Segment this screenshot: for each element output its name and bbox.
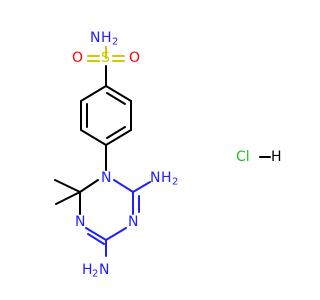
bond-n-left-c — [85, 227, 107, 241]
atom-h2-sulfonamide: 2 — [112, 37, 118, 48]
bond-benz-inner-2 — [106, 126, 126, 139]
atom-n-ring-bottom: N — [128, 214, 138, 230]
bond-n-left-c-double — [87, 233, 105, 245]
atom-h-upper-amine: H — [161, 170, 172, 186]
bond-benz-3 — [105, 129, 132, 146]
atom-h-sulfonamide: H — [101, 30, 112, 46]
bond-c-n-bottom — [105, 227, 127, 241]
bond-n1-cme2 — [79, 179, 99, 193]
bond-methyl-1 — [54, 179, 81, 193]
atom-hydrogen-hcl: H — [271, 149, 282, 165]
atom-h2-upper-amine: 2 — [172, 177, 178, 188]
bond-benz-4 — [80, 129, 107, 146]
atom-h-lower-amine: H — [82, 262, 93, 278]
bond-benz-6 — [80, 85, 107, 102]
atom-chlorine: Cl — [236, 149, 250, 165]
atom-sulfur: S — [101, 50, 110, 66]
atom-oxygen-left: O — [72, 50, 83, 66]
atom-n-upper-amine: N — [150, 170, 160, 186]
atom-labels: N H 2 S O O N N H 2 N N H 2 N Cl H — [72, 30, 282, 280]
atom-oxygen-right: O — [129, 50, 140, 66]
atom-n-lower-amine: N — [99, 262, 109, 278]
bonds — [54, 46, 271, 257]
molecule-diagram: N H 2 S O O N N H 2 N N H 2 N Cl H — [54, 30, 282, 280]
atom-h2-lower-amine: 2 — [92, 269, 98, 280]
bond-benz-1 — [105, 85, 132, 102]
bond-c-amine-n-upper — [132, 181, 151, 193]
bond-n1-c-amine — [113, 179, 134, 193]
bond-methyl-2 — [55, 191, 81, 205]
atom-n-ring-1: N — [101, 170, 111, 186]
atom-n-sulfonamide: N — [90, 30, 100, 46]
bond-benz-inner-1 — [106, 92, 126, 105]
atom-n-ring-left: N — [75, 214, 85, 230]
